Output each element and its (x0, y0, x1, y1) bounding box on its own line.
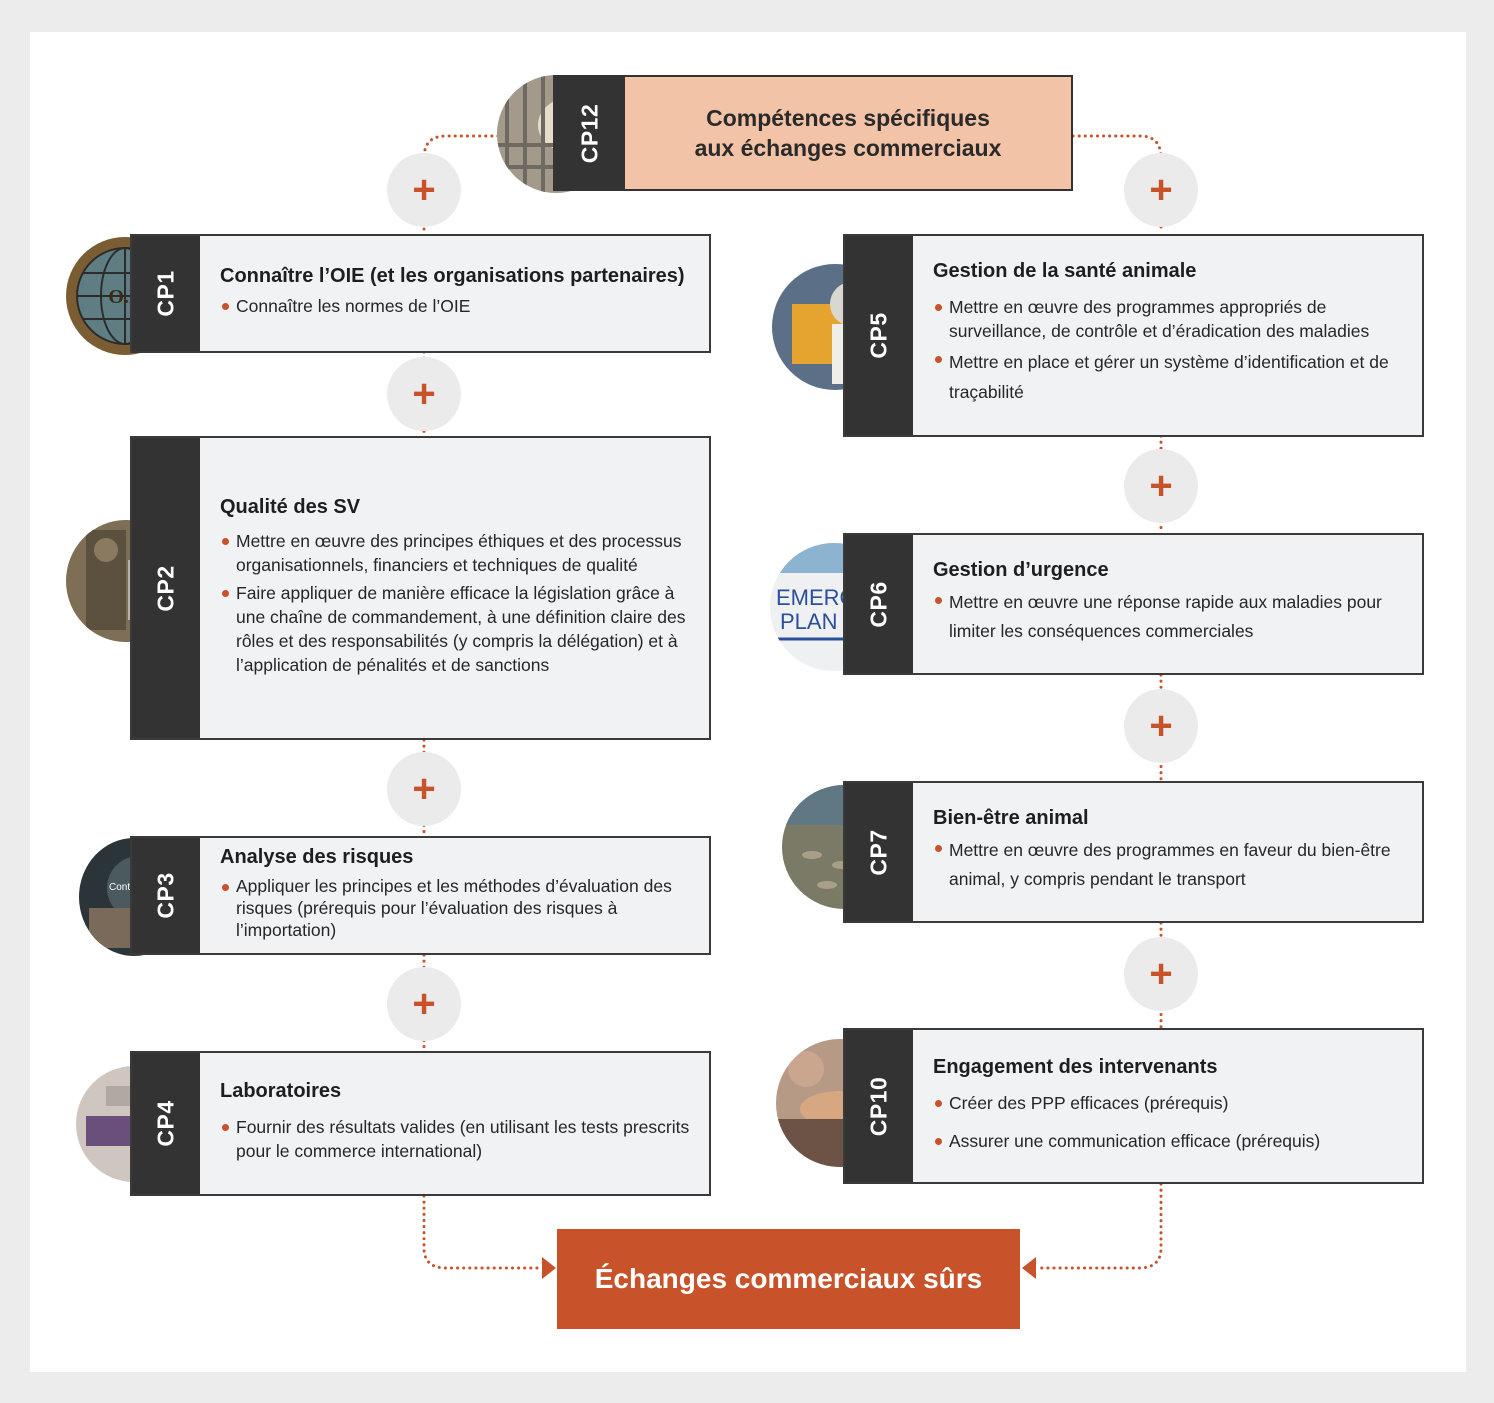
cp2-code: CP2 (152, 564, 179, 612)
safe-trade-box: Échanges commerciaux sûrs (557, 1229, 1020, 1329)
cp10-bullet-2: Assurer une communication efficace (prér… (933, 1129, 1410, 1153)
cp5-title: Gestion de la santé animale (933, 260, 1197, 282)
cp12-title-line2: aux échanges commerciaux (694, 135, 1002, 161)
cp12-box: CP12 Compétences spécifiques aux échanges… (553, 75, 1073, 191)
cp3-card: CP3 Analyse des risques Appliquer les pr… (130, 836, 711, 955)
cp2-card: CP2 Qualité des SV Mettre en œuvre des p… (130, 436, 711, 740)
cp1-bullets: Connaître les normes de l’OIE (220, 294, 697, 322)
plus-icon: + (1124, 449, 1198, 523)
cp3-bullets: Appliquer les principes et les méthodes … (220, 875, 697, 945)
cp6-title: Gestion d’urgence (933, 558, 1109, 581)
cp2-title: Qualité des SV (220, 495, 361, 518)
cp10-bullets: Créer des PPP efficaces (prérequis) Assu… (933, 1091, 1410, 1157)
cp1-code: CP1 (152, 270, 179, 317)
cp4-bullet-1: Fournir des résultats valides (en utilis… (220, 1115, 697, 1163)
plus-icon: + (1124, 153, 1198, 227)
cp7-bullets: Mettre en œuvre des programmes en faveur… (933, 836, 1410, 898)
cp5-content: Gestion de la santé animale Mettre en œu… (933, 236, 1410, 435)
cp3-code: CP3 (152, 872, 179, 919)
cp10-content: Engagement des intervenants Créer des PP… (933, 1030, 1410, 1182)
cp5-tab: CP5 (845, 236, 913, 435)
cp3-content: Analyse des risques Appliquer les princi… (220, 838, 697, 953)
cp7-title: Bien-être animal (933, 806, 1089, 829)
cp5-card: CP5 Gestion de la santé animale Mettre e… (843, 234, 1424, 437)
cp6-card: CP6 Gestion d’urgence Mettre en œuvre un… (843, 533, 1424, 675)
cp4-bullets: Fournir des résultats valides (en utilis… (220, 1115, 697, 1167)
cp12-title-line1: Compétences spécifiques (706, 105, 990, 131)
plus-icon: + (1124, 937, 1198, 1011)
svg-text:Control: Control (109, 882, 141, 893)
cp5-bullet-2: Mettre en place et gérer un système d’id… (933, 347, 1410, 407)
cp4-tab: CP4 (132, 1053, 200, 1194)
safe-trade-label: Échanges commerciaux sûrs (594, 1263, 983, 1294)
cp4-title: Laboratoires (220, 1080, 342, 1102)
cp5-code: CP5 (865, 312, 892, 359)
cp1-bullet-1: Connaître les normes de l’OIE (220, 294, 697, 318)
cp2-content: Qualité des SV Mettre en œuvre des princ… (220, 438, 697, 738)
plus-icon: + (387, 153, 461, 227)
cp1-tab: CP1 (132, 236, 200, 351)
cp7-bullet-1: Mettre en œuvre des programmes en faveur… (933, 836, 1410, 894)
cp6-code: CP6 (865, 580, 892, 628)
cp3-title: Analyse des risques (220, 846, 414, 868)
cp2-bullet-2: Faire appliquer de manière efficace la l… (220, 581, 697, 677)
cp6-bullet-1: Mettre en œuvre une réponse rapide aux m… (933, 588, 1410, 646)
svg-text:PLAN: PLAN (780, 609, 837, 634)
cp10-code: CP10 (865, 1076, 892, 1136)
cp7-tab: CP7 (845, 783, 913, 921)
cp5-bullet-1: Mettre en œuvre des programmes approprié… (933, 295, 1410, 343)
arrow-left-icon (1022, 1257, 1036, 1279)
cp3-tab: CP3 (132, 838, 200, 953)
plus-icon: + (387, 357, 461, 431)
cp12-tab: CP12 (555, 77, 625, 189)
cp10-bullet-1: Créer des PPP efficaces (prérequis) (933, 1091, 1410, 1115)
cp10-tab: CP10 (845, 1030, 913, 1182)
cp1-content: Connaître l’OIE (et les organisations pa… (220, 236, 697, 351)
cp12-title: Compétences spécifiques aux échanges comm… (625, 77, 1071, 189)
cp6-bullets: Mettre en œuvre une réponse rapide aux m… (933, 588, 1410, 650)
arrow-right-icon (542, 1257, 556, 1279)
cp1-card: CP1 Connaître l’OIE (et les organisation… (130, 234, 711, 353)
cp1-title: Connaître l’OIE (et les organisations pa… (220, 265, 685, 287)
cp4-card: CP4 Laboratoires Fournir des résultats v… (130, 1051, 711, 1196)
cp7-content: Bien-être animal Mettre en œuvre des pro… (933, 783, 1410, 921)
plus-icon: + (387, 967, 461, 1041)
cp2-bullet-1: Mettre en œuvre des principes éthiques e… (220, 529, 697, 577)
cp2-tab: CP2 (132, 438, 200, 738)
plus-icon: + (387, 752, 461, 826)
plus-icon: + (1124, 689, 1198, 763)
cp4-content: Laboratoires Fournir des résultats valid… (220, 1053, 697, 1194)
cp7-card: CP7 Bien-être animal Mettre en œuvre des… (843, 781, 1424, 923)
cp7-code: CP7 (865, 828, 892, 876)
cp10-card: CP10 Engagement des intervenants Créer d… (843, 1028, 1424, 1184)
cp3-bullet-1: Appliquer les principes et les méthodes … (220, 875, 697, 941)
cp6-content: Gestion d’urgence Mettre en œuvre une ré… (933, 535, 1410, 673)
cp10-title: Engagement des intervenants (933, 1055, 1218, 1078)
cp6-tab: CP6 (845, 535, 913, 673)
cp2-bullets: Mettre en œuvre des principes éthiques e… (220, 529, 697, 681)
cp12-code: CP12 (576, 103, 603, 163)
cp4-code: CP4 (152, 1100, 179, 1147)
cp5-bullets: Mettre en œuvre des programmes approprié… (933, 295, 1410, 411)
